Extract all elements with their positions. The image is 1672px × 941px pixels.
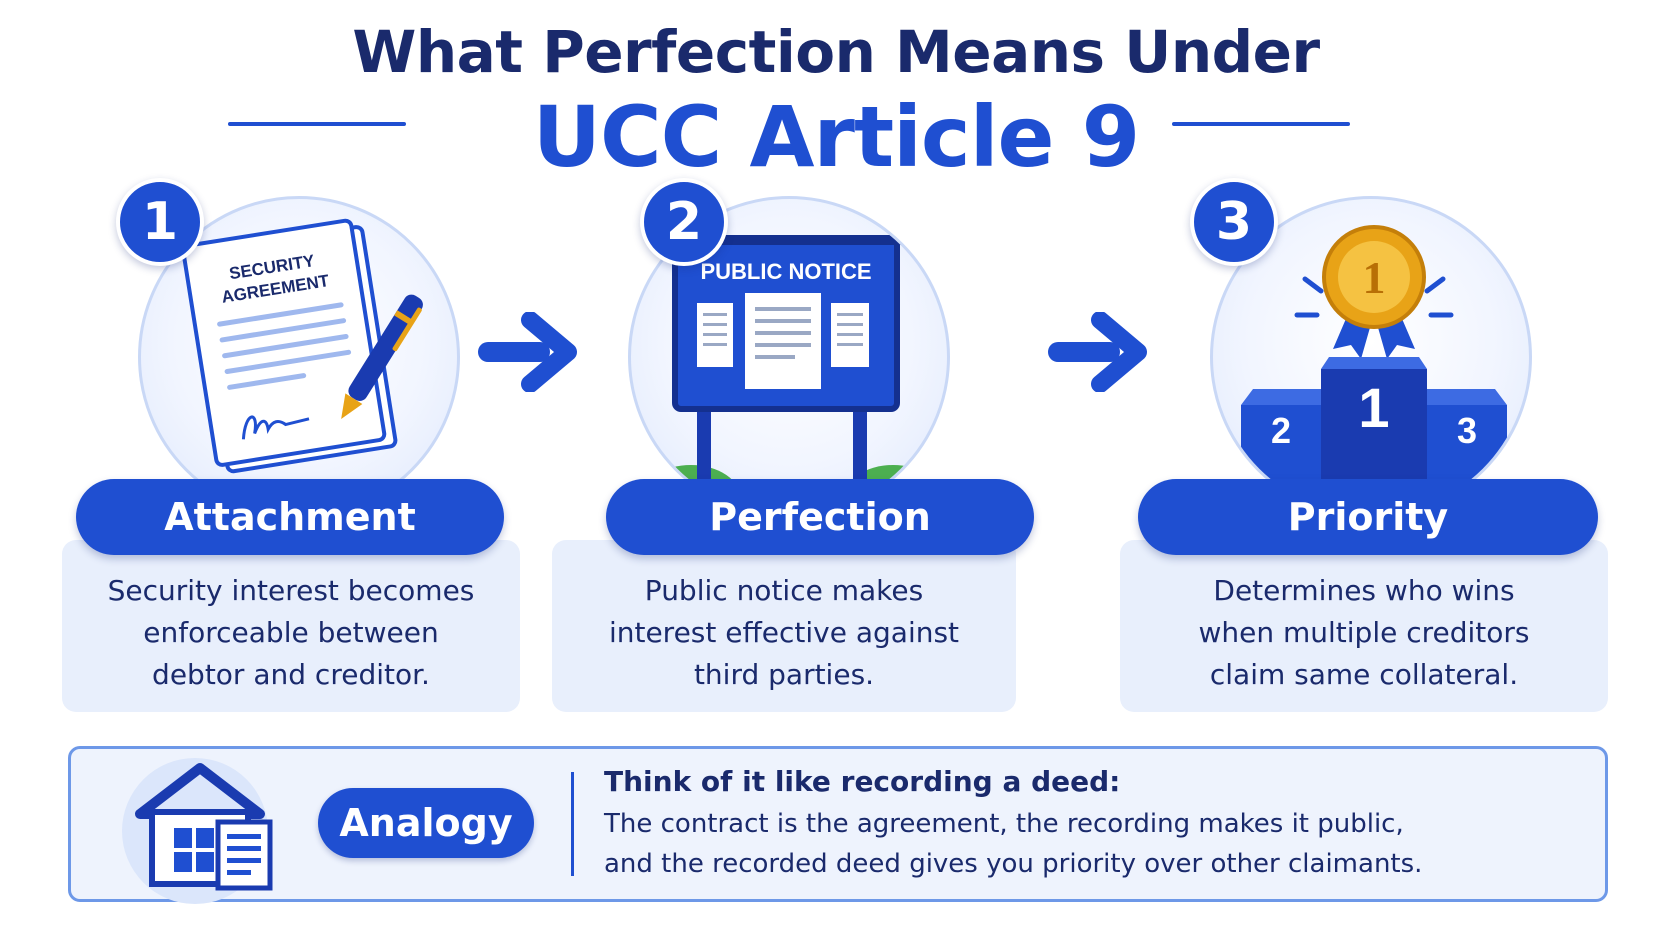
analogy-body: The contract is the agreement, the recor… [604,804,1584,884]
arrow-right-icon [478,312,577,392]
step-1-label: Attachment [76,479,504,555]
analogy-heading: Think of it like recording a deed: [604,765,1121,798]
house-document-icon [135,763,273,891]
step-1-illustration: SECURITY AGREEMENT [138,196,460,518]
title-line-1: What Perfection Means Under [352,18,1320,86]
title-decoration-left [228,122,406,126]
step-2-description: Public notice makes interest effective a… [608,574,960,691]
analogy-label: Analogy [318,788,534,858]
title-decoration-right [1172,122,1350,126]
step-2-card: Public notice makes interest effective a… [552,540,1016,712]
title-line-2: UCC Article 9 [532,88,1140,186]
pen-icon [341,294,423,419]
step-1-card: Security interest becomes enforceable be… [62,540,520,712]
step-2-label: Perfection [606,479,1034,555]
step-3-label: Priority [1138,479,1598,555]
step-3-description: Determines who wins when multiple credit… [1198,574,1530,691]
step-2-number-badge: 2 [640,178,728,266]
arrow-right-icon [1048,312,1147,392]
medal-number: 1 [1363,252,1386,303]
podium-label-2: 2 [1271,410,1291,451]
step-3-card: Determines who wins when multiple credit… [1120,540,1608,712]
step-1-number-badge: 1 [116,178,204,266]
analogy-divider [571,772,574,876]
board-title: PUBLIC NOTICE [700,259,871,284]
analogy-body-line-2: and the recorded deed gives you priority… [604,849,1423,879]
analogy-body-line-1: The contract is the agreement, the recor… [604,809,1404,839]
podium-label-1: 1 [1358,376,1389,439]
step-1-description: Security interest becomes enforceable be… [107,574,475,691]
public-notice-board-icon: PUBLIC NOTICE [641,235,943,515]
podium-label-3: 3 [1457,410,1477,451]
security-agreement-icon: SECURITY AGREEMENT [181,218,423,474]
step-3-number-badge: 3 [1190,178,1278,266]
